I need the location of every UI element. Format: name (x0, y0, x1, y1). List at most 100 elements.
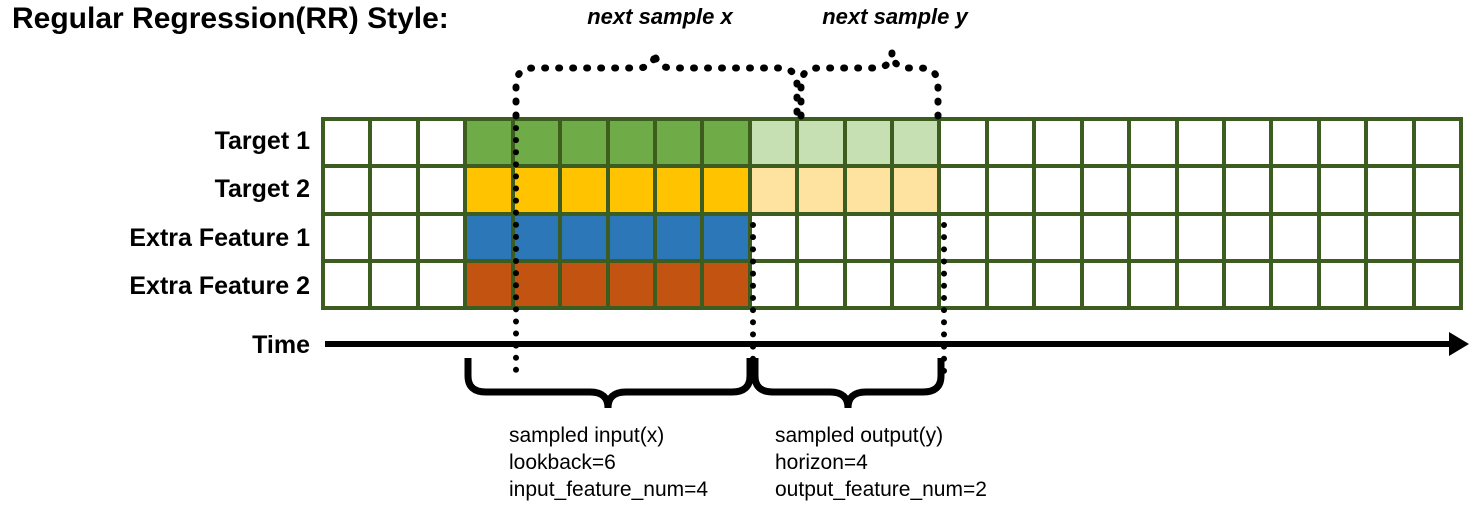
grid-cell (799, 215, 843, 259)
grid-row-target-2 (325, 168, 1460, 212)
grid-cell (1320, 215, 1365, 259)
grid-cell (1083, 262, 1128, 306)
grid-cell (1036, 121, 1080, 165)
grid-cell (1368, 121, 1412, 165)
sampled-input-line-2: lookback=6 (509, 451, 616, 474)
grid-cell (1131, 262, 1175, 306)
grid-cell (467, 262, 511, 306)
row-label-target-2: Target 2 (214, 175, 310, 203)
next-sample-y-label: next sample y (822, 4, 968, 29)
grid-cell (1368, 215, 1412, 259)
grid-cell (941, 215, 985, 259)
grid-cell (941, 262, 985, 306)
grid-cell (988, 215, 1033, 259)
grid-cell (1273, 121, 1317, 165)
time-axis-line (325, 341, 1455, 347)
grid-cell (894, 262, 938, 306)
grid-cell (656, 215, 701, 259)
next-sample-y-brace-icon (797, 51, 942, 120)
grid-cell (419, 168, 464, 212)
grid-cell (609, 168, 653, 212)
row-label-extra-feature-1: Extra Feature 1 (129, 224, 310, 252)
grid-cell (1368, 168, 1412, 212)
grid-cell (419, 215, 464, 259)
grid-cell (372, 121, 416, 165)
grid-cell (988, 262, 1033, 306)
grid-cell (1415, 262, 1460, 306)
grid-cell (467, 121, 511, 165)
row-label-column: Target 1 Target 2 Extra Feature 1 Extra … (10, 117, 310, 310)
grid-cell (1083, 215, 1128, 259)
sampled-input-line-3: input_feature_num=4 (509, 478, 709, 501)
grid-cell (1415, 215, 1460, 259)
grid-cell (1131, 168, 1175, 212)
grid-cell (1273, 262, 1317, 306)
grid-row-target-1 (325, 121, 1460, 165)
guide-line-input-start (513, 113, 519, 373)
grid-cell (372, 262, 416, 306)
grid-cell (1226, 262, 1270, 306)
sampled-input-line-1: sampled input(x) (509, 424, 665, 447)
grid-cell (1273, 168, 1317, 212)
grid-cell (1178, 262, 1223, 306)
grid-row-extra-feature-1 (325, 215, 1460, 259)
row-label-target-1: Target 1 (214, 127, 310, 155)
next-sample-x-label: next sample x (587, 4, 733, 29)
grid-cell (372, 215, 416, 259)
grid-cell (514, 215, 559, 259)
grid-cell (1320, 121, 1365, 165)
sampled-input-caption: sampled input(x) lookback=6 input_featur… (509, 422, 708, 503)
grid-cell (894, 168, 938, 212)
grid-cell (372, 168, 416, 212)
grid-cell (419, 121, 464, 165)
grid-cell (1036, 262, 1080, 306)
grid-cell (988, 168, 1033, 212)
grid-cell (1226, 121, 1270, 165)
grid-cell (562, 262, 606, 306)
grid-cell (846, 121, 891, 165)
grid-cell (751, 215, 796, 259)
grid-cell (467, 168, 511, 212)
grid-cell (562, 168, 606, 212)
grid-cell (419, 262, 464, 306)
grid-cell (1131, 215, 1175, 259)
grid-row-extra-feature-2 (325, 262, 1460, 306)
grid-cell (325, 168, 369, 212)
sampled-output-line-1: sampled output(y) (775, 424, 944, 447)
grid-cell (609, 215, 653, 259)
grid-cell (988, 121, 1033, 165)
grid-cell (1226, 215, 1270, 259)
grid-cell (751, 168, 796, 212)
row-label-extra-feature-2: Extra Feature 2 (129, 272, 310, 300)
grid-cell (1415, 168, 1460, 212)
guide-line-output-end (941, 222, 947, 374)
grid-cell (799, 121, 843, 165)
grid-cell (609, 262, 653, 306)
grid-cell (846, 215, 891, 259)
grid-cell (1226, 168, 1270, 212)
grid-cell (751, 121, 796, 165)
grid-cell (514, 168, 559, 212)
grid-cell (704, 262, 748, 306)
next-sample-x-brace-icon (512, 51, 801, 120)
grid-cell (1083, 168, 1128, 212)
grid-cell (325, 215, 369, 259)
sampled-output-line-2: horizon=4 (775, 451, 868, 474)
grid-cell (656, 262, 701, 306)
page-title: Regular Regression(RR) Style: (12, 2, 449, 35)
sampled-output-caption: sampled output(y) horizon=4 output_featu… (775, 422, 987, 503)
grid-cell (1320, 168, 1365, 212)
grid-cell (1178, 168, 1223, 212)
grid-cell (562, 215, 606, 259)
grid-cell (799, 262, 843, 306)
grid-cell (325, 262, 369, 306)
grid-cell (609, 121, 653, 165)
grid-cell (1178, 121, 1223, 165)
grid-cell (1368, 262, 1412, 306)
grid-cell (514, 262, 559, 306)
grid-cell (325, 121, 369, 165)
grid-cell (1415, 121, 1460, 165)
grid-cell (1036, 168, 1080, 212)
guide-line-input-end (750, 222, 756, 374)
grid-cell (656, 168, 701, 212)
